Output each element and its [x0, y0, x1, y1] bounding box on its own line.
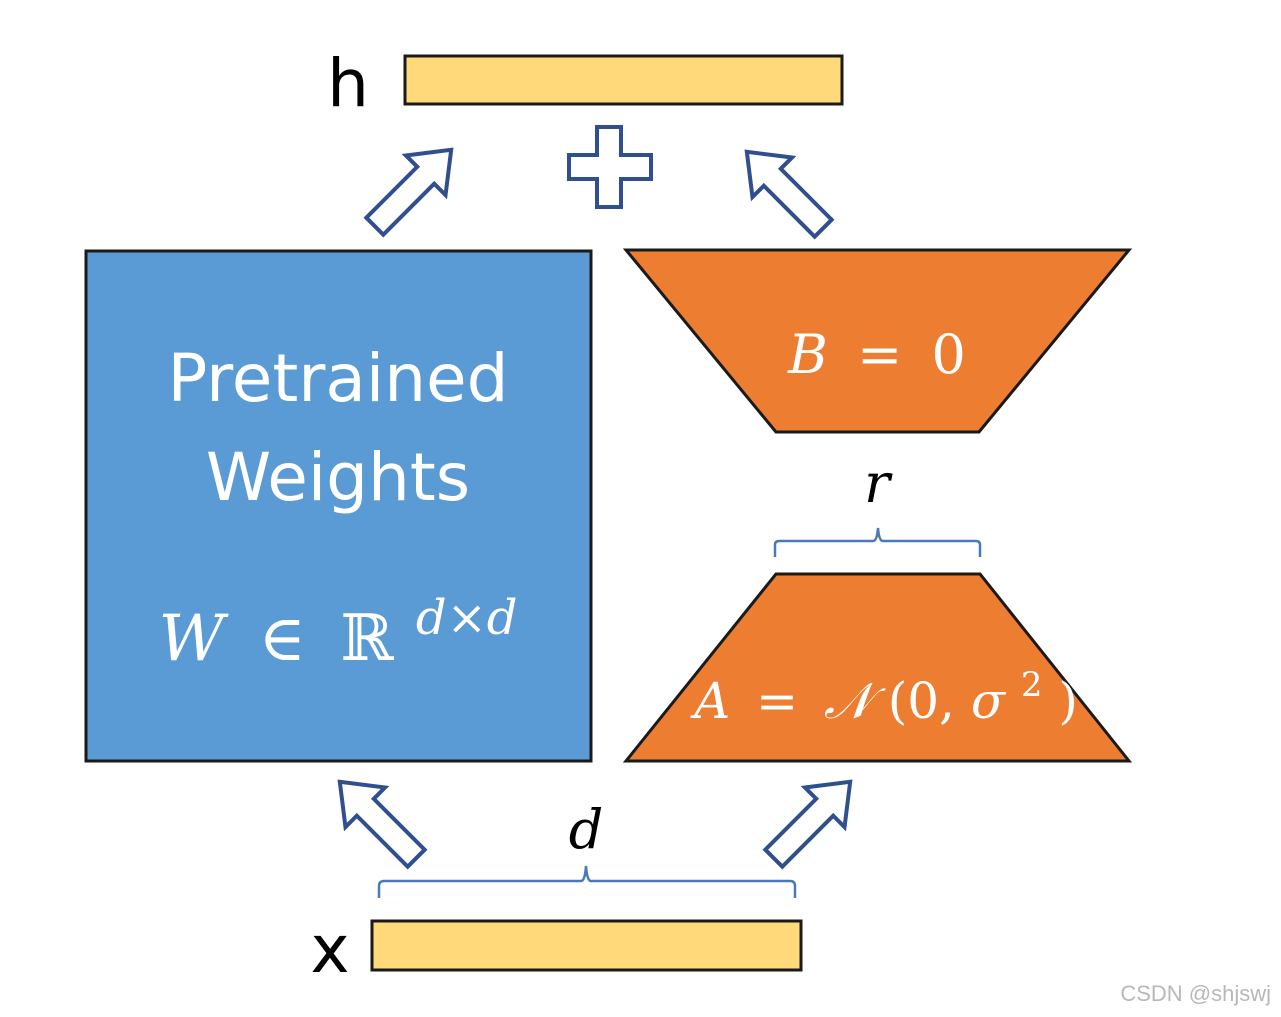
pretrained-title-line1: Pretrained — [167, 340, 508, 417]
output-vector-h — [403, 54, 844, 106]
dimension-brace — [377, 865, 797, 898]
watermark: CSDN @shjswj — [1120, 981, 1271, 1006]
pretrained-title-line2: Weights — [206, 439, 470, 516]
dimension-label: d — [569, 798, 604, 861]
matrix-a-label: A = 𝒩 (0, σ 2 ) — [690, 650, 1078, 730]
arrow-up-left-icon — [744, 149, 835, 240]
rank-brace — [773, 527, 982, 557]
formula-exponent: d×d — [416, 590, 518, 646]
matrix-b-label: B = 0 — [787, 323, 966, 386]
arrow-up-left-icon — [337, 779, 428, 870]
arrow-up-right-icon — [762, 779, 853, 870]
pretrained-weights-block — [84, 249, 593, 763]
input-vector-x — [370, 919, 803, 972]
matrix-a-trapezoid — [622, 572, 1133, 763]
arrow-up-right-icon — [363, 147, 454, 238]
output-label: h — [327, 45, 369, 122]
input-label: x — [310, 911, 349, 988]
formula-R: ℝ — [340, 602, 394, 676]
formula-in: ∈ — [259, 602, 306, 676]
plus-icon — [567, 125, 653, 209]
pretrained-formula: W ∈ ℝ d×d — [158, 590, 517, 676]
rank-label: r — [864, 452, 893, 515]
formula-W: W — [158, 602, 229, 676]
matrix-b-trapezoid — [622, 248, 1133, 434]
